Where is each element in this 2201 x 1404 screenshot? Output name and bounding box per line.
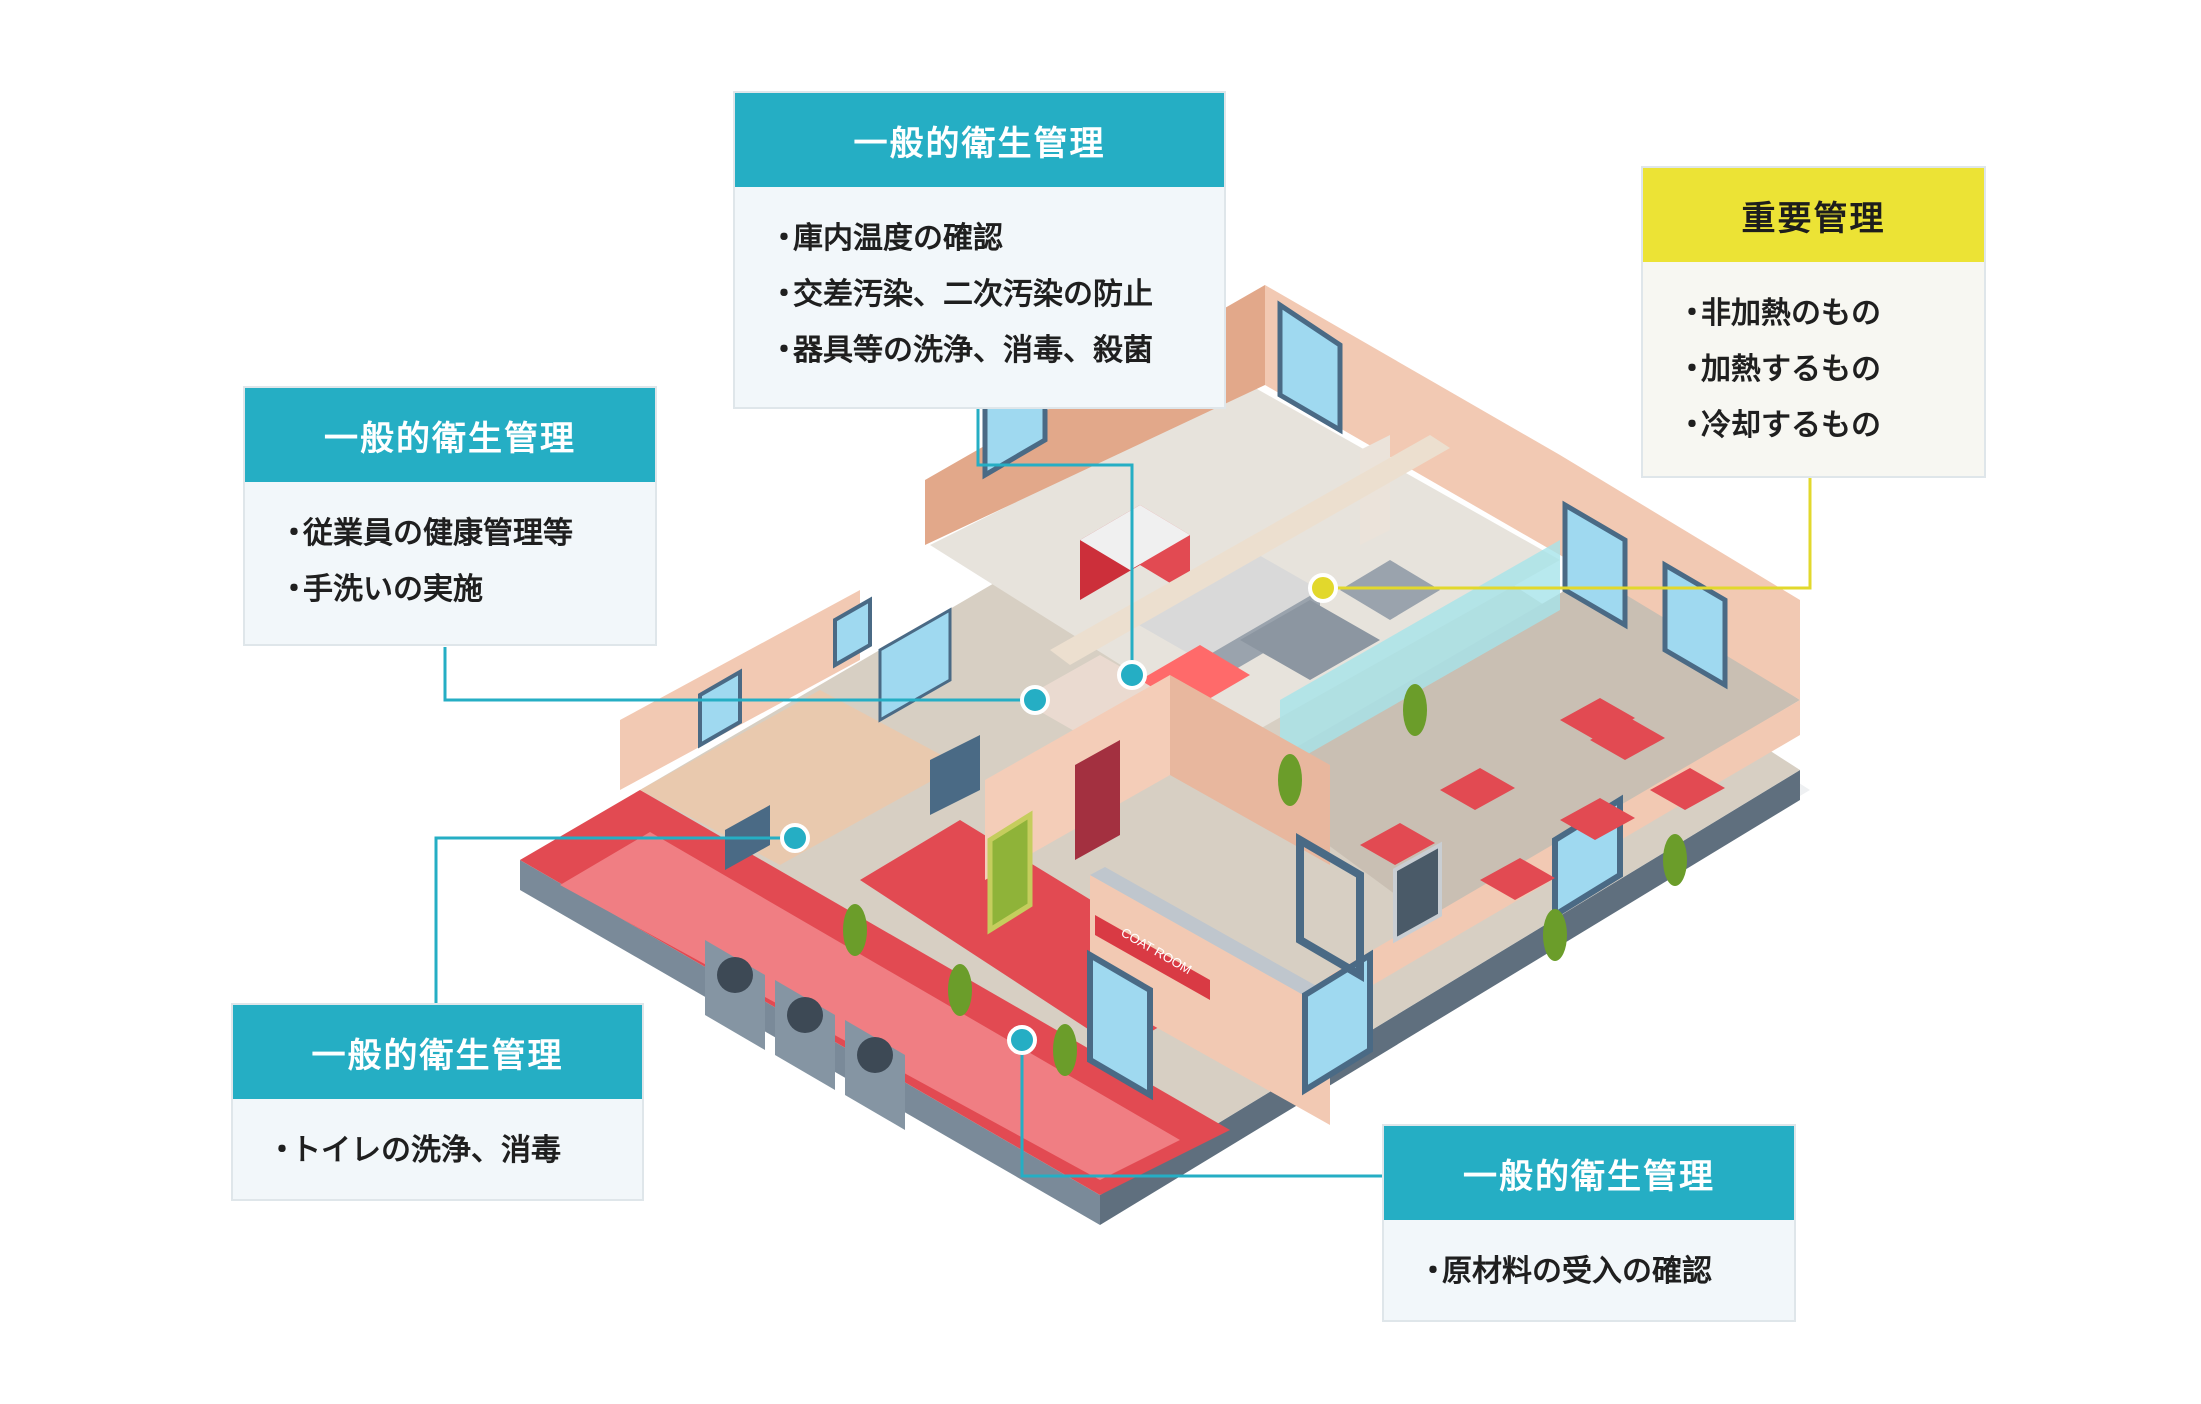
card-storage-hygiene: 一般的衛生管理 ・庫内温度の確認 ・交差汚染、二次汚染の防止 ・器具等の洗浄、消… [733,91,1226,409]
marker-toilet [780,823,810,853]
card-title: 一般的衛生管理 [735,93,1224,187]
potted-plants [843,684,1687,1076]
card-list: ・庫内温度の確認 ・交差汚染、二次汚染の防止 ・器具等の洗浄、消毒、殺菌 [735,187,1224,379]
ac-units [705,940,905,1130]
wall-top [1090,867,1345,1010]
card-title: 重要管理 [1643,168,1984,262]
red-panel [1075,740,1120,860]
stove [1240,600,1380,680]
hood-beam [1050,435,1450,665]
card-list-item: ・器具等の洗浄、消毒、殺菌 [769,333,1153,368]
marker-prep [1020,685,1050,715]
card-title: 一般的衛生管理 [245,388,655,482]
card-list-item: ・加熱するもの [1677,352,1881,387]
entrance-door [1302,949,1373,1096]
window [1277,300,1343,435]
floor-slab-right [1100,770,1800,1225]
toilet-door [930,735,980,815]
card-list: ・従業員の健康管理等 ・手洗いの実施 [245,482,655,618]
card-list-item: ・従業員の健康管理等 [279,516,573,551]
card-list: ・非加熱のもの ・加熱するもの ・冷却するもの [1643,262,1984,454]
card-title: 一般的衛生管理 [1384,1126,1794,1220]
card-list: ・トイレの洗浄、消毒 [233,1099,642,1179]
mirror [1393,841,1442,944]
window [1562,500,1628,630]
glass-partition [1280,540,1560,770]
stove [1340,560,1440,620]
corridor-stripe [560,832,1180,1180]
card-staff-hygiene: 一般的衛生管理 ・従業員の健康管理等 ・手洗いの実施 [243,386,657,646]
card-list-item: ・庫内温度の確認 [769,221,1003,256]
connector-important [1323,478,1812,590]
arch-frame [1296,833,1364,982]
kitchen-counter [1130,550,1320,660]
card-receiving-check: 一般的衛生管理 ・原材料の受入の確認 [1382,1124,1796,1322]
coat-room-wall [1170,675,1330,865]
marker-kitchen [1117,660,1147,690]
card-toilet-hygiene: 一般的衛生管理 ・トイレの洗浄、消毒 [231,1003,644,1201]
card-list-item: ・トイレの洗浄、消毒 [267,1133,561,1168]
card-title: 一般的衛生管理 [233,1005,642,1099]
card-list: ・原材料の受入の確認 [1384,1220,1794,1300]
card-critical-control: 重要管理 ・非加熱のもの ・加熱するもの ・冷却するもの [1641,166,1986,478]
window [1662,560,1728,690]
coat-room-sign [1095,915,1210,1000]
connector-receiving [1020,1040,1384,1178]
connector-left [443,647,1032,702]
card-list-item: ・原材料の受入の確認 [1418,1254,1712,1289]
toilet-partition [878,607,952,723]
dining-tables [1360,698,1725,900]
marker-cooking [1308,573,1338,603]
green-board [987,810,1033,935]
toilet-floor [640,690,960,865]
window [833,596,872,669]
marker-entrance [1007,1025,1037,1055]
card-list-item: ・冷却するもの [1677,408,1881,443]
kitchen-equipment [1080,505,1190,570]
entrance-door [1087,949,1153,1101]
connector-toilet [434,836,792,1003]
card-list-item: ・手洗いの実施 [279,572,483,607]
card-list-item: ・交差汚染、二次汚染の防止 [769,277,1153,312]
card-list-item: ・非加熱のもの [1677,296,1881,331]
window [698,668,742,749]
connector-top [976,407,1134,670]
dining-floor [1240,570,1800,920]
